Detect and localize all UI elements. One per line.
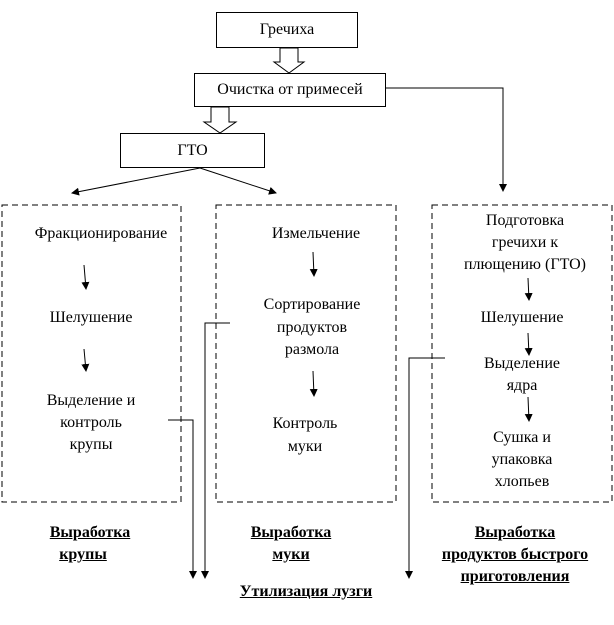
flakes-step-drying-line1: Сушка и — [493, 429, 551, 446]
flakes-caption-line2: продуктов быстрого — [441, 546, 589, 563]
flour-caption-line1: Выработка — [250, 524, 332, 541]
flakes-step-kernel-line1: Выделение — [484, 355, 560, 372]
arrow-flour-1 — [309, 251, 318, 277]
cleaning-label: Очистка от примесей — [217, 81, 363, 98]
flakes-step-prep-line3: плющению (ГТО) — [463, 256, 587, 273]
flakes-caption-line1: Выработка — [474, 524, 556, 541]
groats-caption-line2: крупы — [59, 546, 107, 563]
groats-caption-line1: Выработка — [49, 524, 131, 541]
hollow-arrow-2 — [202, 106, 238, 134]
husk-utilization-label: Утилизация лузги — [239, 583, 373, 600]
groats-step-fractionation: Фракционирование — [34, 225, 168, 242]
flakes-frame — [431, 204, 613, 503]
groats-step-separation-line2: контроль — [60, 414, 122, 431]
gto-label: ГТО — [177, 141, 208, 159]
arrow-gto-to-flour — [199, 167, 277, 195]
arrow-gto-to-groats — [71, 167, 201, 196]
flour-frame — [215, 204, 397, 503]
flakes-step-kernel-line2: ядра — [506, 377, 538, 394]
arrow-flakes-2 — [524, 332, 533, 356]
husk-line-groats — [168, 419, 197, 579]
husk-line-flakes — [405, 357, 445, 579]
flour-step-milling: Измельчение — [271, 225, 361, 242]
groats-frame — [1, 204, 182, 503]
flour-step-sorting-line1: Сортирование — [263, 296, 361, 313]
cleaning-box: Очистка от примесей — [194, 73, 386, 107]
arrow-cleaning-to-flakes — [386, 87, 507, 192]
arrow-groats-1 — [81, 264, 90, 290]
flakes-step-prep-line1: Подготовка — [485, 212, 565, 229]
flour-step-control-line2: муки — [287, 438, 323, 455]
flour-caption-line2: муки — [272, 546, 310, 563]
flakes-step-drying-line3: хлопьев — [494, 473, 550, 490]
hollow-arrow-1 — [272, 47, 306, 74]
flour-step-sorting-line2: продуктов — [276, 319, 348, 336]
flour-step-sorting-line3: размола — [284, 341, 340, 358]
flakes-caption-line3: приготовления — [460, 568, 570, 585]
buckwheat-label: Гречиха — [259, 21, 315, 38]
arrow-groats-2 — [81, 348, 90, 372]
flakes-step-prep-line2: гречихи к — [491, 234, 559, 251]
flour-step-control-line1: Контроль — [272, 415, 338, 432]
arrow-flakes-1 — [524, 277, 533, 301]
arrow-flour-2 — [309, 370, 318, 397]
groats-step-hulling: Шелушение — [49, 309, 133, 326]
groats-step-separation-line3: крупы — [69, 436, 113, 453]
gto-box: ГТО — [120, 133, 265, 168]
groats-step-separation-line1: Выделение и — [46, 392, 136, 409]
flakes-step-drying-line2: упаковка — [491, 451, 553, 468]
husk-line-flour — [201, 322, 230, 579]
flakes-step-hulling: Шелушение — [480, 309, 564, 326]
arrow-flakes-3 — [524, 396, 533, 422]
buckwheat-box: Гречиха — [216, 12, 358, 48]
